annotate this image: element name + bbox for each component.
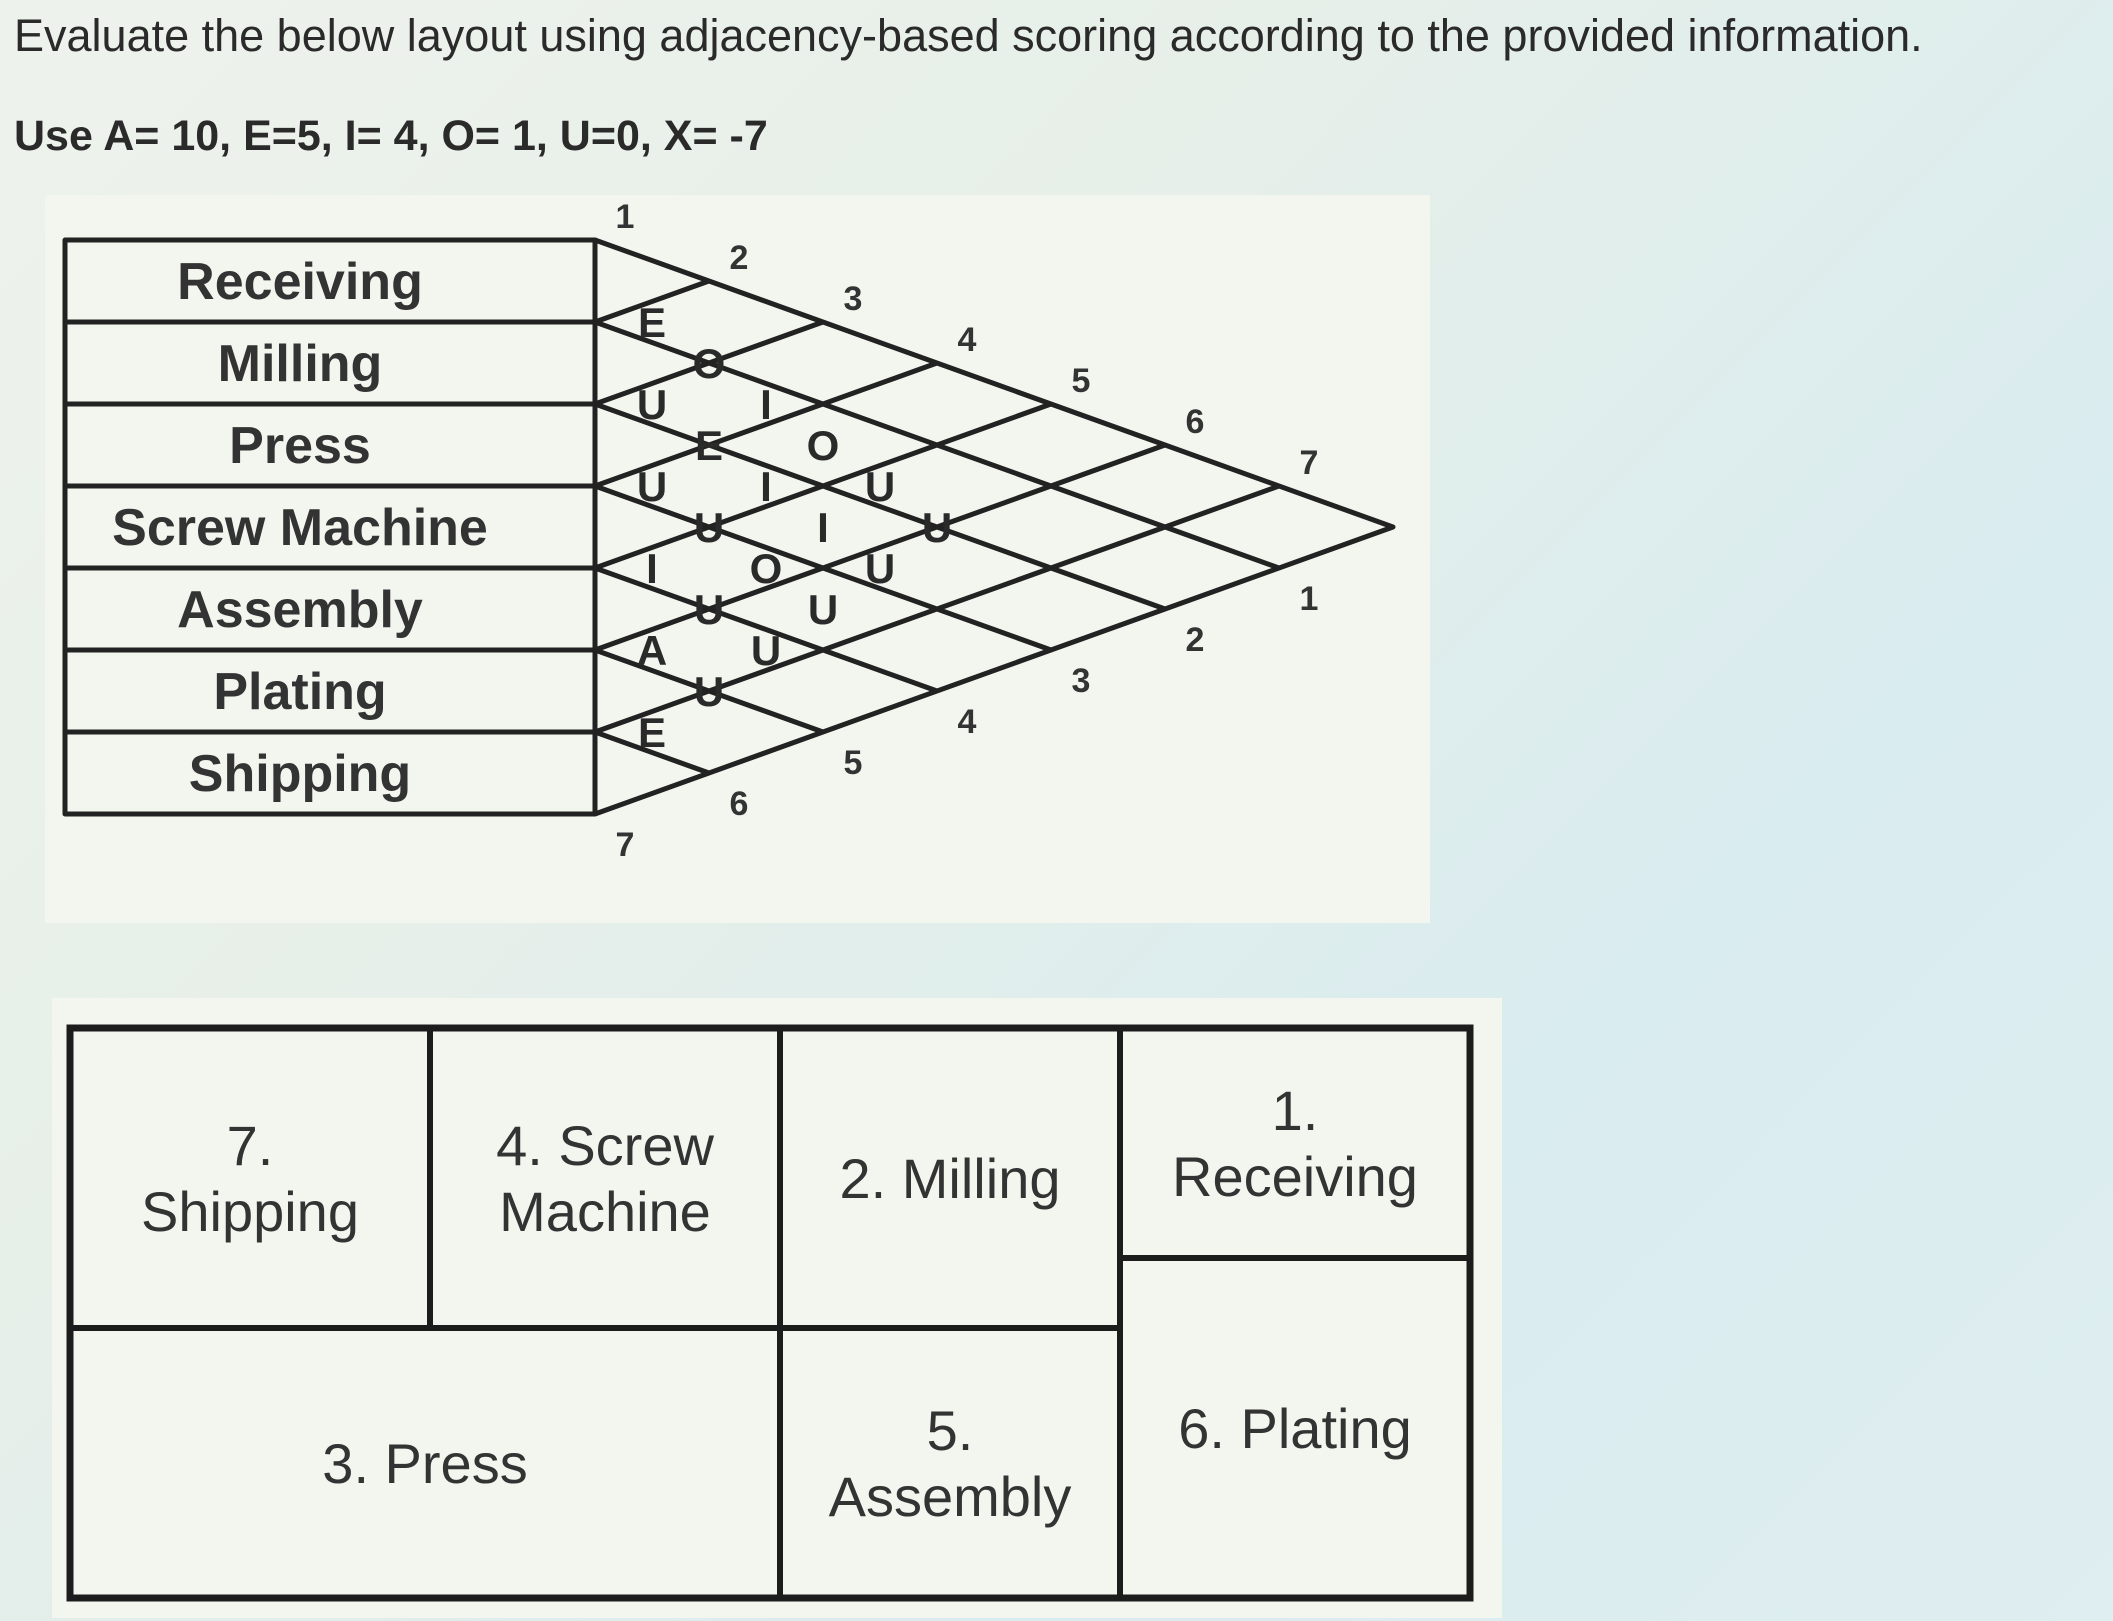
relationship-code-1-5: O [807, 422, 840, 469]
layout-cell-border [1117, 1255, 1473, 1601]
grid-line-up [594, 442, 1166, 653]
department-label-press: Press [229, 417, 371, 475]
department-label-milling: Milling [218, 335, 383, 393]
top-index-5: 5 [1072, 362, 1091, 400]
relationship-code-1-7: U [922, 504, 952, 551]
grid-line-down [594, 729, 710, 776]
layout-cell-assembly: 5.Assembly [777, 1325, 1123, 1601]
bottom-index-7: 7 [616, 826, 635, 864]
top-index-6: 6 [1186, 403, 1205, 441]
top-index-7: 7 [1300, 444, 1319, 482]
relationship-code-1-2: E [638, 299, 666, 346]
relationship-code-1-4: I [760, 381, 772, 428]
layout-cell-border [427, 1025, 783, 1331]
layout-outer-border [66, 1024, 1474, 1602]
department-label-shipping: Shipping [189, 745, 411, 803]
relationship-code-1-6: U [865, 463, 895, 510]
grid-line-up [594, 401, 1052, 571]
layout-cell-label: Assembly [829, 1465, 1072, 1528]
relationship-code-2-6: I [817, 504, 829, 551]
bottom-index-6: 6 [730, 785, 749, 823]
department-label-plating: Plating [213, 663, 386, 721]
layout-cell-label: 4. Screw [496, 1114, 714, 1177]
relationship-code-3-7: U [808, 586, 838, 633]
bottom-index-3: 3 [1072, 662, 1091, 700]
relationship-code-1-3: O [693, 340, 726, 387]
layout-cell-border [67, 1025, 433, 1331]
layout-cell-plating: 6. Plating [1117, 1255, 1473, 1601]
layout-cell-milling: 2. Milling [777, 1025, 1123, 1331]
top-index-2: 2 [730, 239, 749, 277]
relationship-code-3-6: O [750, 545, 783, 592]
layout-cell-border [777, 1325, 1123, 1601]
triangle-outline [594, 237, 1396, 817]
relationship-code-3-5: U [694, 504, 724, 551]
department-label-screw-machine: Screw Machine [112, 499, 488, 557]
layout-cell-press: 3. Press [67, 1325, 783, 1601]
layout-cell-label: Receiving [1172, 1145, 1418, 1208]
grid-line-up [594, 319, 824, 407]
relationship-code-5-7: U [694, 668, 724, 715]
layout-cell-label: Shipping [141, 1180, 359, 1243]
grid-line-up [594, 278, 710, 325]
bottom-index-1: 1 [1300, 580, 1319, 618]
layout-cell-label: 3. Press [322, 1432, 527, 1495]
grid-line-down [594, 401, 1166, 612]
layout-cell-label: 2. Milling [840, 1147, 1061, 1210]
layout-cell-label: Machine [499, 1180, 711, 1243]
grid-line-up [594, 483, 1280, 735]
score-values: Use A= 10, E=5, I= 4, O= 1, U=0, X= -7 [14, 112, 768, 160]
bottom-index-4: 4 [958, 703, 977, 741]
layout-cell-border [1117, 1025, 1473, 1261]
relationship-code-4-5: I [646, 545, 658, 592]
grid-line-down [594, 565, 938, 694]
question-text: Evaluate the below layout using adjacenc… [14, 10, 1923, 61]
relationship-code-5-6: A [637, 627, 667, 674]
department-list-box [62, 237, 598, 817]
relationship-code-2-3: U [637, 381, 667, 428]
layout-cell-label: 7. [227, 1114, 274, 1177]
department-label-assembly: Assembly [177, 581, 423, 639]
layout-cell-shipping: 7.Shipping [67, 1025, 433, 1331]
bottom-index-2: 2 [1186, 621, 1205, 659]
layout-cell-label: 5. [927, 1399, 974, 1462]
bottom-index-5: 5 [844, 744, 863, 782]
layout-cell-receiving: 1.Receiving [1117, 1025, 1473, 1261]
relationship-code-2-5: I [760, 463, 772, 510]
relationship-code-2-4: E [695, 422, 723, 469]
relationship-code-4-6: U [694, 586, 724, 633]
layout-cell-label: 1. [1272, 1079, 1319, 1142]
grid-line-up [594, 360, 938, 489]
relationship-code-4-7: U [751, 627, 781, 674]
relationship-code-6-7: E [638, 709, 666, 756]
layout-cell-label: 6. Plating [1178, 1397, 1412, 1460]
relationship-code-3-4: U [637, 463, 667, 510]
top-index-1: 1 [616, 198, 635, 236]
top-index-3: 3 [844, 280, 863, 318]
department-label-receiving: Receiving [177, 253, 423, 311]
relationship-code-2-7: U [865, 545, 895, 592]
top-index-4: 4 [958, 321, 977, 359]
